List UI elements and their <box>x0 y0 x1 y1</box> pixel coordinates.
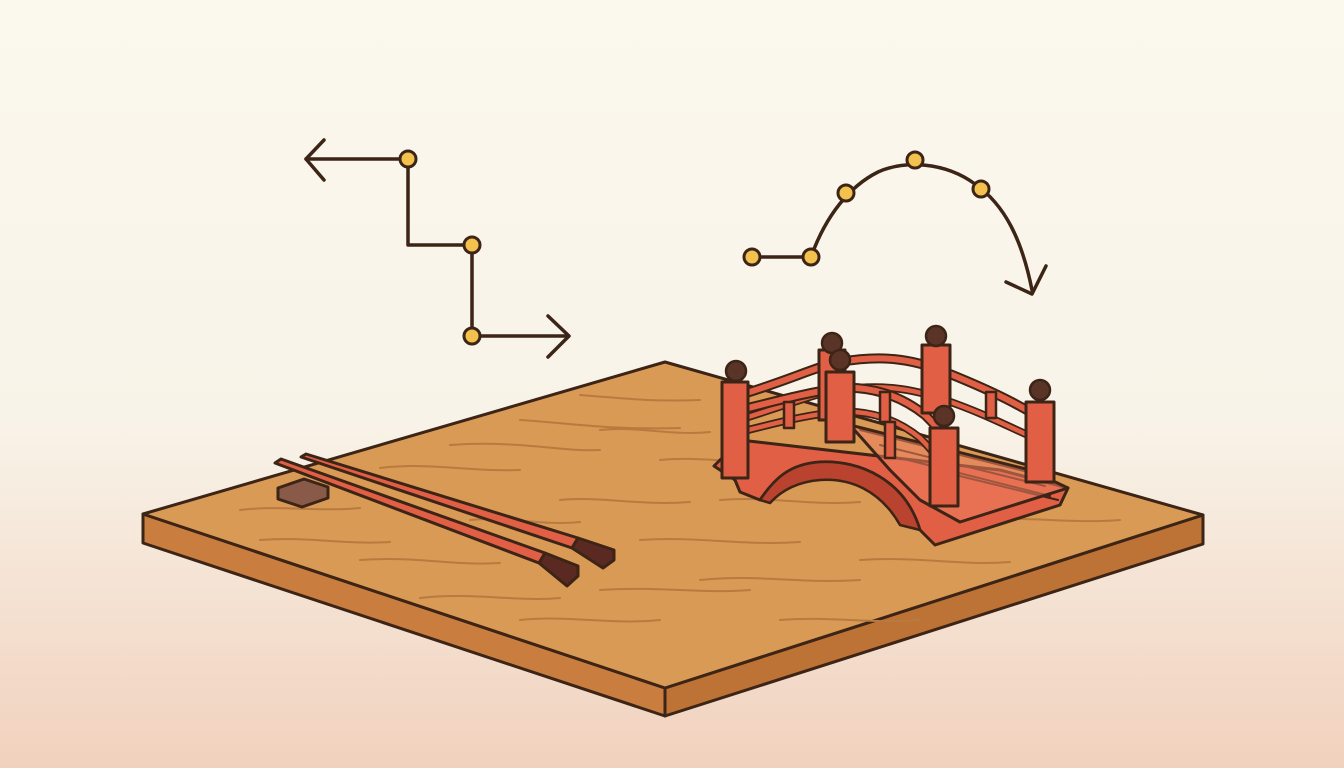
bridge-posts <box>720 324 1056 508</box>
bridge-post <box>928 404 960 508</box>
path-node <box>398 149 418 169</box>
path-node <box>905 150 925 170</box>
chopstick-front <box>273 457 580 588</box>
bridge-post <box>824 348 856 444</box>
chopstick-rest <box>276 477 330 509</box>
chopsticks <box>273 452 616 588</box>
stepped-path-icon <box>304 138 571 359</box>
bridge-balusters <box>782 390 998 460</box>
down-arrowhead-icon <box>1004 264 1048 296</box>
bridge-post <box>720 359 750 480</box>
arc-path-nodes <box>742 150 991 267</box>
path-node <box>462 326 482 346</box>
left-arrowhead-icon <box>304 138 326 182</box>
path-node <box>971 179 991 199</box>
path-node <box>462 235 482 255</box>
path-node <box>742 247 762 267</box>
arched-bridge <box>712 324 1070 547</box>
path-node <box>836 183 856 203</box>
bridge-post <box>920 324 952 415</box>
arc-path-icon <box>750 163 1048 296</box>
stepped-path-nodes <box>398 149 482 346</box>
bridge-arch-opening <box>758 460 922 532</box>
bridge-post <box>1024 378 1056 484</box>
right-arrowhead-icon <box>546 314 571 359</box>
chopstick-back <box>299 452 616 570</box>
path-node <box>801 247 821 267</box>
